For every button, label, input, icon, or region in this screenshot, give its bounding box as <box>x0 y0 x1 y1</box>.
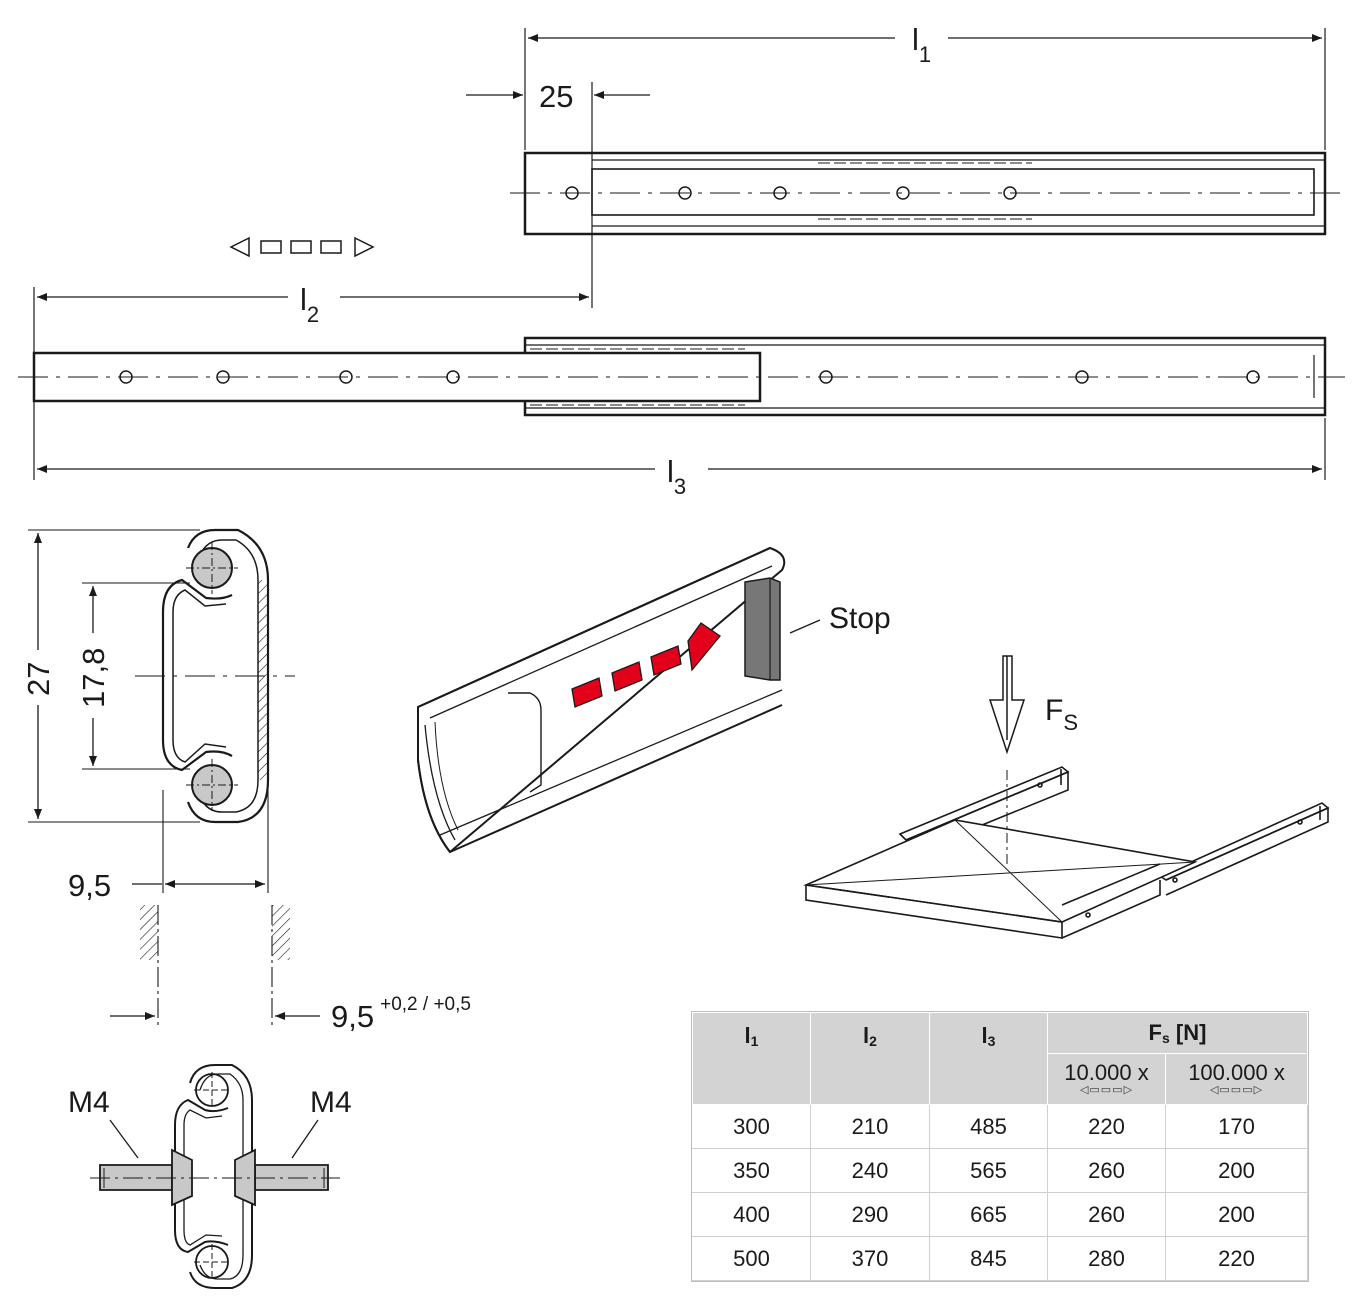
header-fs: Fs [N] <box>1046 1012 1309 1054</box>
motion-symbol-icon: ◁▭▭▭▷ <box>1209 1084 1264 1096</box>
screw-label-left: M4 <box>68 1086 110 1119</box>
screw-label-right: M4 <box>310 1086 352 1119</box>
svg-text:25: 25 <box>539 79 573 114</box>
svg-text:l3: l3 <box>667 454 686 499</box>
rail-top-view <box>510 28 1345 236</box>
header-l2: l2 <box>810 1012 930 1105</box>
cell-l1: 300 <box>692 1104 811 1149</box>
table-row: 400 290 665 260 200 <box>692 1192 1309 1237</box>
cell-l1: 400 <box>692 1192 811 1237</box>
motion-symbol-icon: ◁▭▭▭▷ <box>1079 1084 1134 1096</box>
dimension-offset: 25 <box>466 79 650 308</box>
cell-l3: 665 <box>929 1192 1048 1237</box>
cell-l2: 240 <box>810 1148 930 1193</box>
cell-l2: 370 <box>810 1236 930 1281</box>
direction-arrow <box>571 622 721 708</box>
motion-direction-symbol <box>229 236 375 258</box>
dimension-l3: l3 <box>37 418 1326 499</box>
cell-fs-10000: 280 <box>1047 1236 1166 1281</box>
table-row: 300 210 485 220 170 <box>692 1104 1309 1149</box>
header-l3: l3 <box>929 1012 1048 1105</box>
dimension-ball-spacing: 17,8 <box>76 586 111 766</box>
dimension-l1: l1 <box>528 22 1322 67</box>
rail-extended-view <box>18 336 1345 417</box>
cell-l2: 290 <box>810 1192 930 1237</box>
cell-l3: 565 <box>929 1148 1048 1193</box>
force-label: FS <box>1045 694 1078 735</box>
stop-detail <box>417 546 821 854</box>
mounting-space: 9,5+0,2 / +0,5 <box>110 905 471 1034</box>
svg-text:27: 27 <box>21 662 56 696</box>
screw-mount-section <box>90 1064 340 1289</box>
header-cycles-100000: 100.000 x◁▭▭▭▷ <box>1164 1053 1309 1105</box>
dimension-height: 27 <box>21 533 56 819</box>
cell-l1: 350 <box>692 1148 811 1193</box>
cell-l2: 210 <box>810 1104 930 1149</box>
table-row: 350 240 565 260 200 <box>692 1148 1309 1193</box>
svg-text:l2: l2 <box>300 282 319 327</box>
cell-fs-10000: 260 <box>1047 1148 1166 1193</box>
load-capacity-table: l1 l2 l3 Fs [N] 10.000 x◁▭▭▭▷ 100.000 x◁… <box>690 1011 1310 1282</box>
cell-fs-10000: 220 <box>1047 1104 1166 1149</box>
svg-text:l1: l1 <box>912 22 931 67</box>
cell-fs-100000: 200 <box>1164 1192 1309 1237</box>
header-cycles-10000: 10.000 x◁▭▭▭▷ <box>1047 1053 1166 1105</box>
cell-fs-100000: 200 <box>1164 1148 1309 1193</box>
svg-text:9,5+0,2 / +0,5: 9,5+0,2 / +0,5 <box>331 994 471 1034</box>
drawer-illustration <box>803 766 1330 939</box>
cell-l3: 485 <box>929 1104 1048 1149</box>
dimension-width: 9,5 <box>68 868 265 903</box>
cell-l3: 845 <box>929 1236 1048 1281</box>
load-arrow <box>988 655 1026 755</box>
table-row: 500 370 845 280 220 <box>692 1236 1309 1281</box>
rail-cross-section <box>28 528 295 893</box>
cell-fs-100000: 220 <box>1164 1236 1309 1281</box>
svg-text:17,8: 17,8 <box>76 648 111 708</box>
cell-fs-100000: 170 <box>1164 1104 1309 1149</box>
cell-l1: 500 <box>692 1236 811 1281</box>
stop-label: Stop <box>829 602 891 635</box>
svg-text:9,5: 9,5 <box>68 868 111 903</box>
cell-fs-10000: 260 <box>1047 1192 1166 1237</box>
header-l1: l1 <box>692 1012 811 1105</box>
